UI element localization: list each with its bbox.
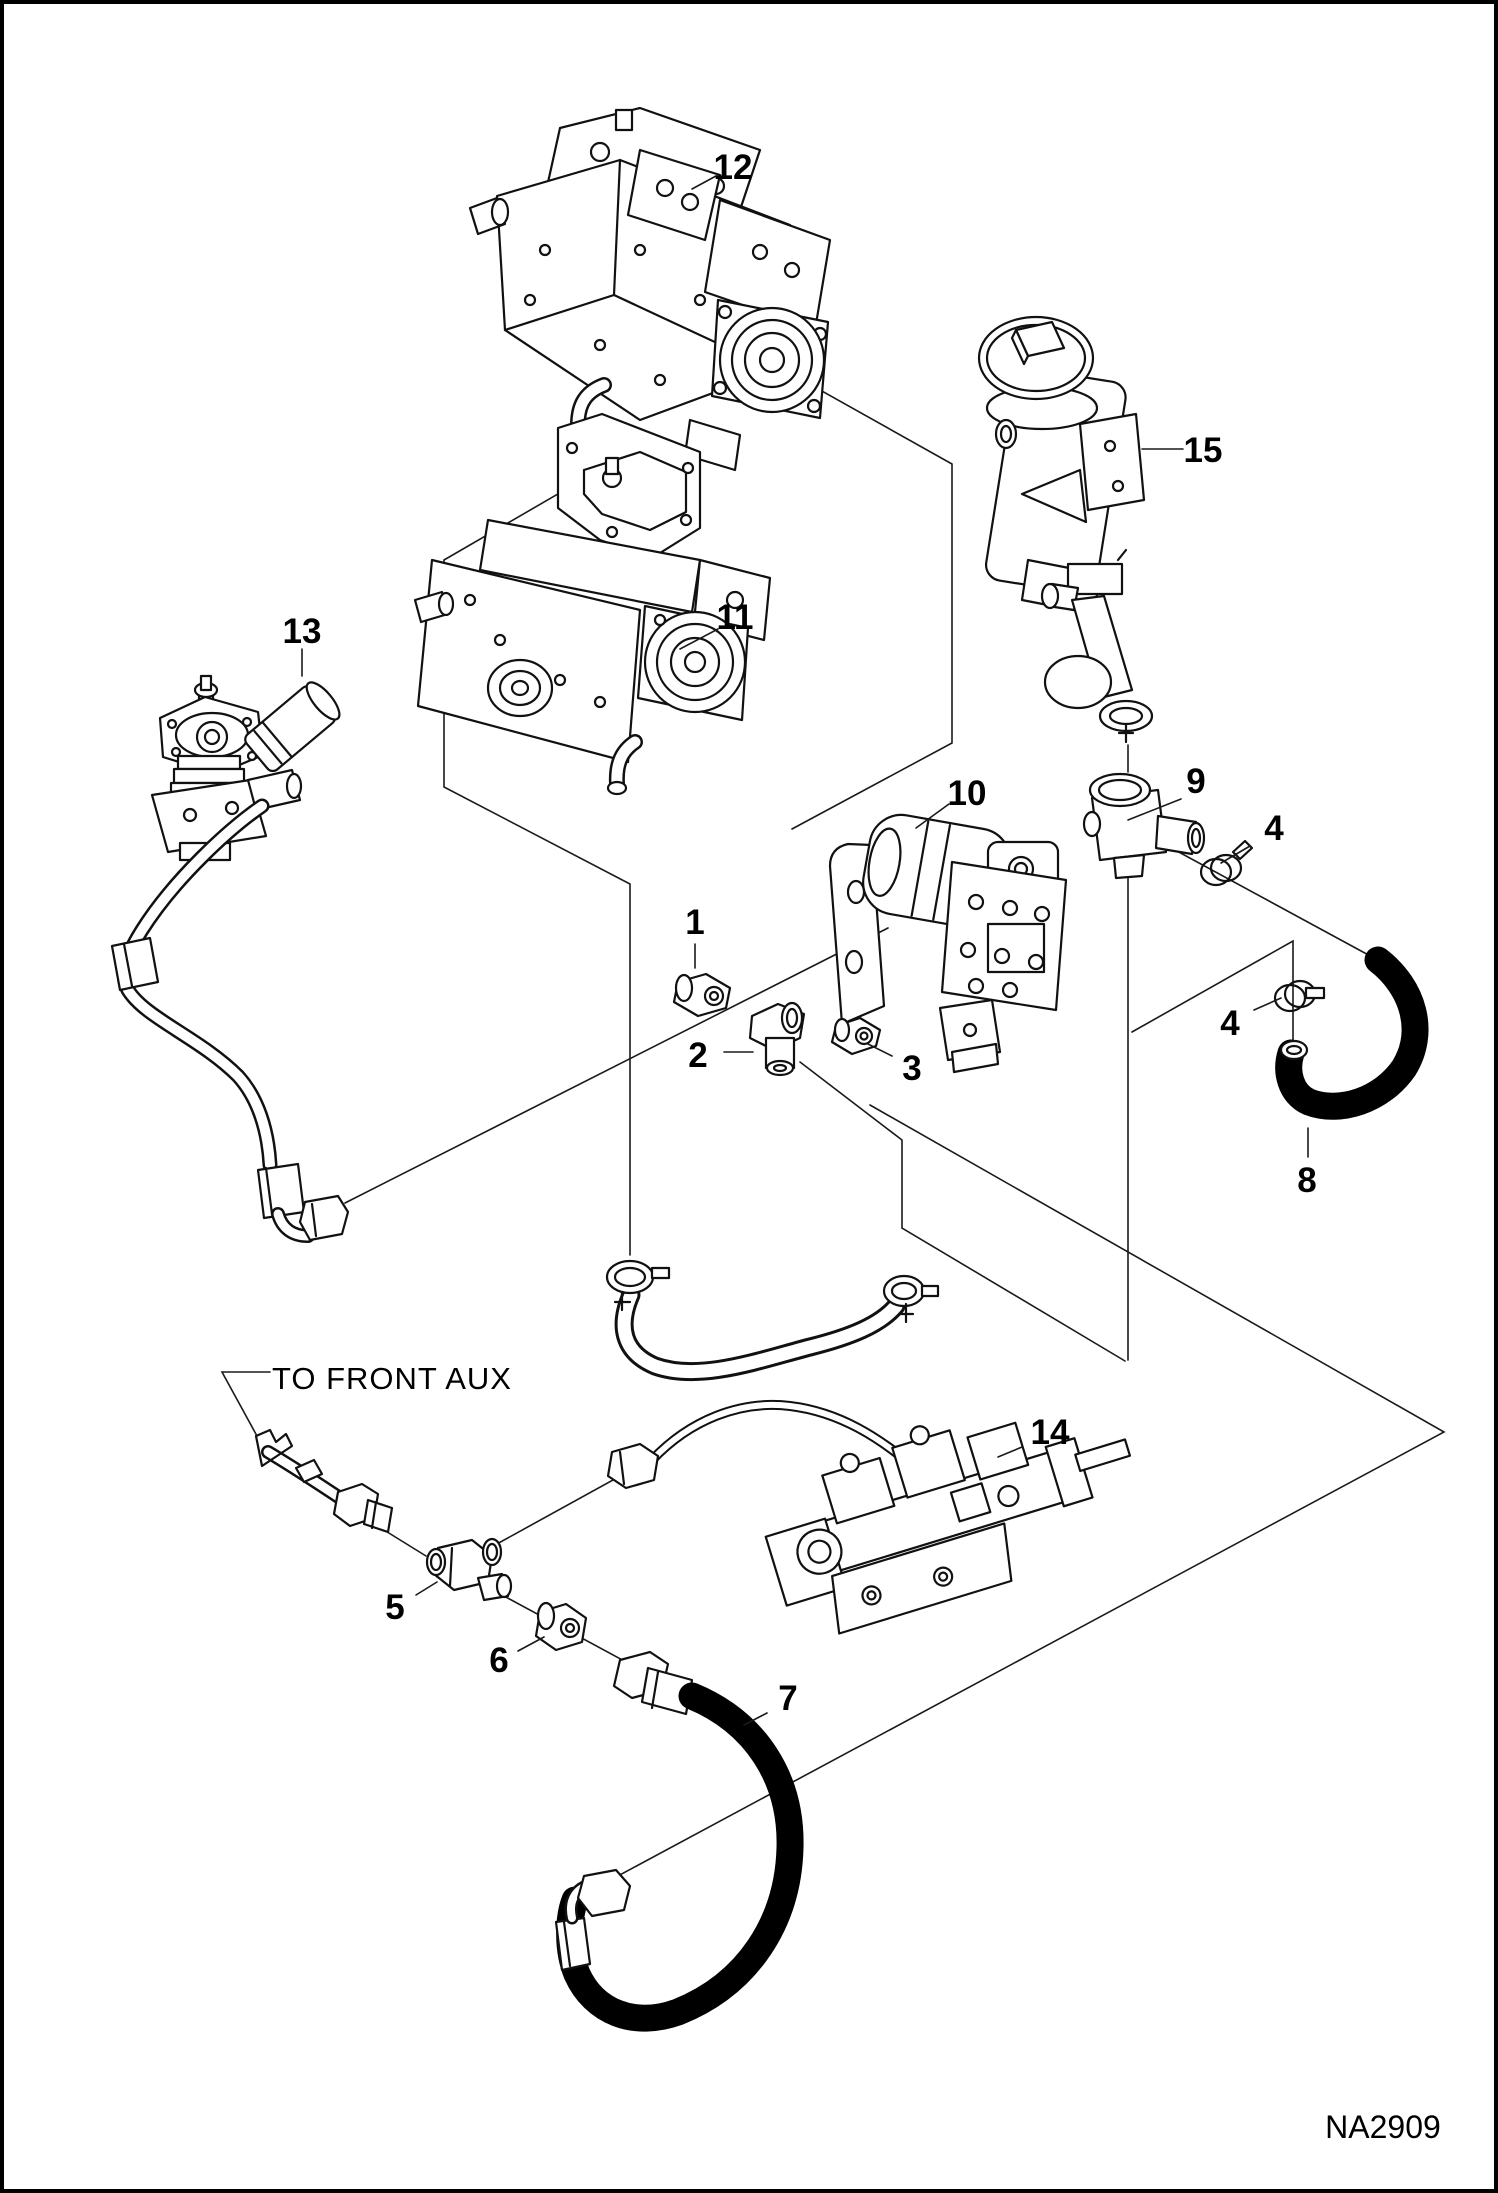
hose-from-pump-13 bbox=[110, 798, 350, 1243]
hose-to-front-aux bbox=[254, 1428, 394, 1534]
pump-with-bracket-11 bbox=[413, 412, 772, 796]
callout-12: 12 bbox=[714, 148, 753, 187]
callout-14: 14 bbox=[1031, 1413, 1070, 1452]
pump-and-filter-13 bbox=[150, 674, 341, 862]
tee-fitting-5 bbox=[425, 1537, 513, 1602]
elbow-fitting-2 bbox=[748, 1001, 806, 1077]
hose-clamp-4-lower bbox=[1273, 979, 1326, 1013]
callout-2: 2 bbox=[688, 1036, 707, 1075]
callout-7: 7 bbox=[778, 1679, 797, 1718]
callout-6: 6 bbox=[489, 1641, 508, 1680]
callout-15: 15 bbox=[1184, 431, 1223, 470]
callout-9: 9 bbox=[1186, 762, 1205, 801]
callout-4-lower: 4 bbox=[1220, 1004, 1240, 1043]
filter-canister-15 bbox=[977, 315, 1154, 744]
callout-13: 13 bbox=[283, 612, 322, 651]
hose-clamp-4-upper bbox=[1199, 839, 1254, 887]
label-pointers bbox=[220, 175, 1309, 1726]
formed-hose-middle bbox=[605, 1259, 940, 1382]
annotation-to-front-aux: TO FRONT AUX bbox=[272, 1361, 512, 1396]
drawing-code: NA2909 bbox=[1325, 2109, 1441, 2145]
callout-8: 8 bbox=[1297, 1161, 1316, 1200]
hydrostatic-pump-12 bbox=[468, 106, 832, 473]
control-valve-14 bbox=[764, 1421, 1132, 1635]
callout-1: 1 bbox=[685, 903, 704, 942]
fitting-1 bbox=[672, 972, 732, 1018]
callout-5: 5 bbox=[385, 1588, 404, 1627]
hose-7 bbox=[554, 1650, 804, 2032]
callout-4-upper: 4 bbox=[1264, 809, 1284, 848]
fitting-3 bbox=[830, 1016, 882, 1056]
gear-pump-10 bbox=[828, 813, 1068, 1074]
tee-fitting-9 bbox=[1082, 772, 1206, 880]
hose-8 bbox=[1275, 946, 1429, 1120]
callout-10: 10 bbox=[948, 774, 987, 813]
fitting-6 bbox=[534, 1601, 588, 1652]
callout-3: 3 bbox=[902, 1049, 921, 1088]
callout-11: 11 bbox=[717, 598, 754, 637]
